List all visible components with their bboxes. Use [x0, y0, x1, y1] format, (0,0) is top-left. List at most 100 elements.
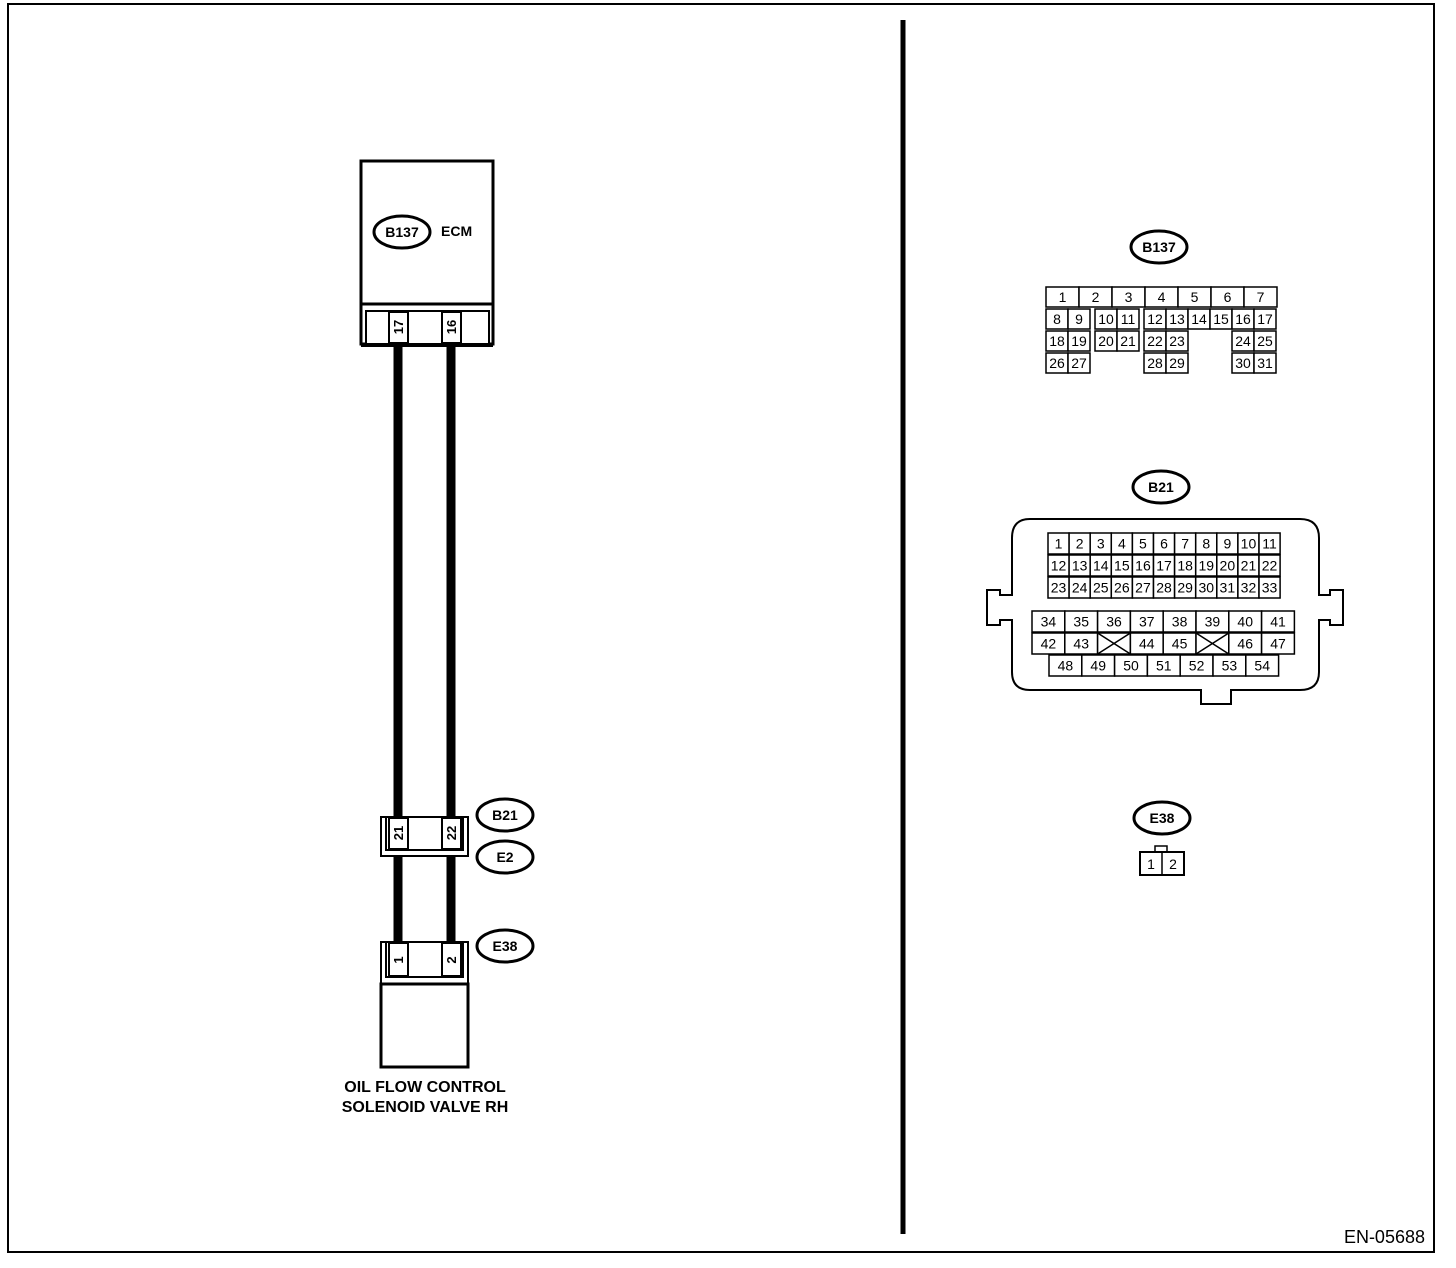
b137-pin-3: 3 [1111, 286, 1146, 308]
b137-pin-2-label: 2 [1092, 289, 1100, 305]
b137-pin-13-label: 13 [1169, 311, 1185, 327]
b137-pin-10: 10 [1094, 308, 1118, 330]
solenoid-name-line2: SOLENOID VALVE RH [342, 1099, 509, 1116]
b137-pin-19: 19 [1067, 330, 1091, 352]
b21-pin-45-label: 45 [1172, 636, 1188, 652]
e38-view-badge: E38 [1132, 800, 1192, 836]
b21-pin-6: 6 [1152, 532, 1176, 555]
b21-pin-19: 19 [1194, 554, 1218, 577]
b137-pin-29: 29 [1165, 352, 1189, 374]
b21-pin-49: 49 [1081, 654, 1116, 677]
ecm-connector-label: B137 [385, 224, 419, 240]
b137-pin-5: 5 [1177, 286, 1212, 308]
b137-pin-30: 30 [1231, 352, 1255, 374]
b21-pin-42-label: 42 [1041, 636, 1057, 652]
b21-view-label: B21 [1148, 479, 1174, 495]
b21-pin-17-label: 17 [1156, 558, 1172, 574]
b21-pin-28-label: 28 [1156, 580, 1172, 596]
b21-pin-4: 4 [1110, 532, 1134, 555]
b21-badge-label: B21 [492, 807, 518, 823]
solenoid-name-line1: OIL FLOW CONTROL [344, 1079, 506, 1096]
harness-pin-21: 21 [391, 826, 406, 840]
b21-pin-25-label: 25 [1093, 580, 1109, 596]
b137-pin-31-label: 31 [1257, 355, 1273, 371]
e2-badge: E2 [475, 839, 535, 875]
b137-pin-25: 25 [1253, 330, 1277, 352]
b137-pin-7-label: 7 [1257, 289, 1265, 305]
b137-pin-17: 17 [1253, 308, 1277, 330]
diagram-frame [7, 3, 1435, 1253]
solenoid-pin-2: 2 [444, 956, 459, 963]
b21-pin-19-label: 19 [1198, 558, 1214, 574]
b21-pin-22: 22 [1258, 554, 1281, 577]
b137-pin-6-label: 6 [1224, 289, 1232, 305]
b137-pin-8: 8 [1045, 308, 1069, 330]
b137-pin-3-label: 3 [1125, 289, 1133, 305]
b21-pin-40: 40 [1228, 610, 1263, 633]
b21-pin-27-label: 27 [1135, 580, 1151, 596]
b137-pin-15: 15 [1209, 308, 1233, 330]
b137-pin-16: 16 [1231, 308, 1255, 330]
b21-pin-8-label: 8 [1202, 536, 1210, 552]
b21-pin-50: 50 [1113, 654, 1149, 677]
ecm-pin-17: 17 [391, 320, 406, 334]
b137-pin-19-label: 19 [1071, 333, 1087, 349]
b21-pin-53-label: 53 [1222, 658, 1238, 674]
b21-pin-35: 35 [1064, 610, 1099, 633]
e38-badge: E38 [475, 928, 535, 964]
b21-pin-11: 11 [1258, 532, 1281, 555]
e2-badge-label: E2 [496, 849, 513, 865]
b21-pin-9-label: 9 [1223, 536, 1231, 552]
b21-pin-28: 28 [1152, 576, 1176, 599]
b21-pin-24: 24 [1068, 576, 1091, 599]
b137-view-label: B137 [1142, 239, 1176, 255]
b21-pin-45: 45 [1162, 632, 1197, 655]
b21-pin-43-label: 43 [1073, 636, 1089, 652]
b21-pin-35-label: 35 [1073, 614, 1089, 630]
b137-pin-20: 20 [1094, 330, 1118, 352]
b21-pin-49-label: 49 [1090, 658, 1106, 674]
b21-pin-43: 43 [1064, 632, 1099, 655]
b137-pin-22-label: 22 [1147, 333, 1163, 349]
b137-pin-12-label: 12 [1147, 311, 1163, 327]
b21-pin-16-label: 16 [1135, 558, 1151, 574]
b137-pin-29-label: 29 [1169, 355, 1185, 371]
b137-pin-30-label: 30 [1235, 355, 1251, 371]
b137-pin-14-label: 14 [1191, 311, 1207, 327]
b21-pin-44: 44 [1129, 632, 1164, 655]
b21-pin-5-label: 5 [1139, 536, 1147, 552]
b21-pin-21-label: 21 [1241, 558, 1257, 574]
harness-connector-b21-e2: 21 22 [380, 816, 469, 857]
e38-view-pin-2: 2 [1169, 856, 1177, 872]
b21-pin-41-label: 41 [1270, 614, 1286, 630]
ecm-module: 17 16 [359, 159, 495, 347]
solenoid-pin-1: 1 [391, 956, 406, 963]
b21-pin-32: 32 [1237, 576, 1260, 599]
b21-pin-13-label: 13 [1072, 558, 1088, 574]
b21-pin-10: 10 [1237, 532, 1260, 555]
b137-pin-9-label: 9 [1075, 311, 1083, 327]
b21-pin-48-label: 48 [1058, 658, 1074, 674]
b21-pin-14-label: 14 [1093, 558, 1109, 574]
b137-pin-10-label: 10 [1098, 311, 1114, 327]
b137-pin-4: 4 [1144, 286, 1179, 308]
b21-pin-13: 13 [1068, 554, 1091, 577]
b21-pin-30: 30 [1194, 576, 1218, 599]
b137-pin-15-label: 15 [1213, 311, 1229, 327]
b137-pin-9: 9 [1067, 308, 1091, 330]
b137-pin-6: 6 [1210, 286, 1245, 308]
b21-pin-38-label: 38 [1172, 614, 1188, 630]
b137-pin-1-label: 1 [1059, 289, 1067, 305]
b21-pin-51-label: 51 [1156, 658, 1172, 674]
b21-pin-31: 31 [1216, 576, 1239, 599]
b137-pin-23: 23 [1165, 330, 1189, 352]
b21-pin-18: 18 [1173, 554, 1197, 577]
b21-pin-39-label: 39 [1205, 614, 1221, 630]
b137-pin-26: 26 [1045, 352, 1069, 374]
e38-view-pin-1: 1 [1147, 856, 1155, 872]
b21-pin-16: 16 [1131, 554, 1155, 577]
b21-pin-40-label: 40 [1237, 614, 1253, 630]
